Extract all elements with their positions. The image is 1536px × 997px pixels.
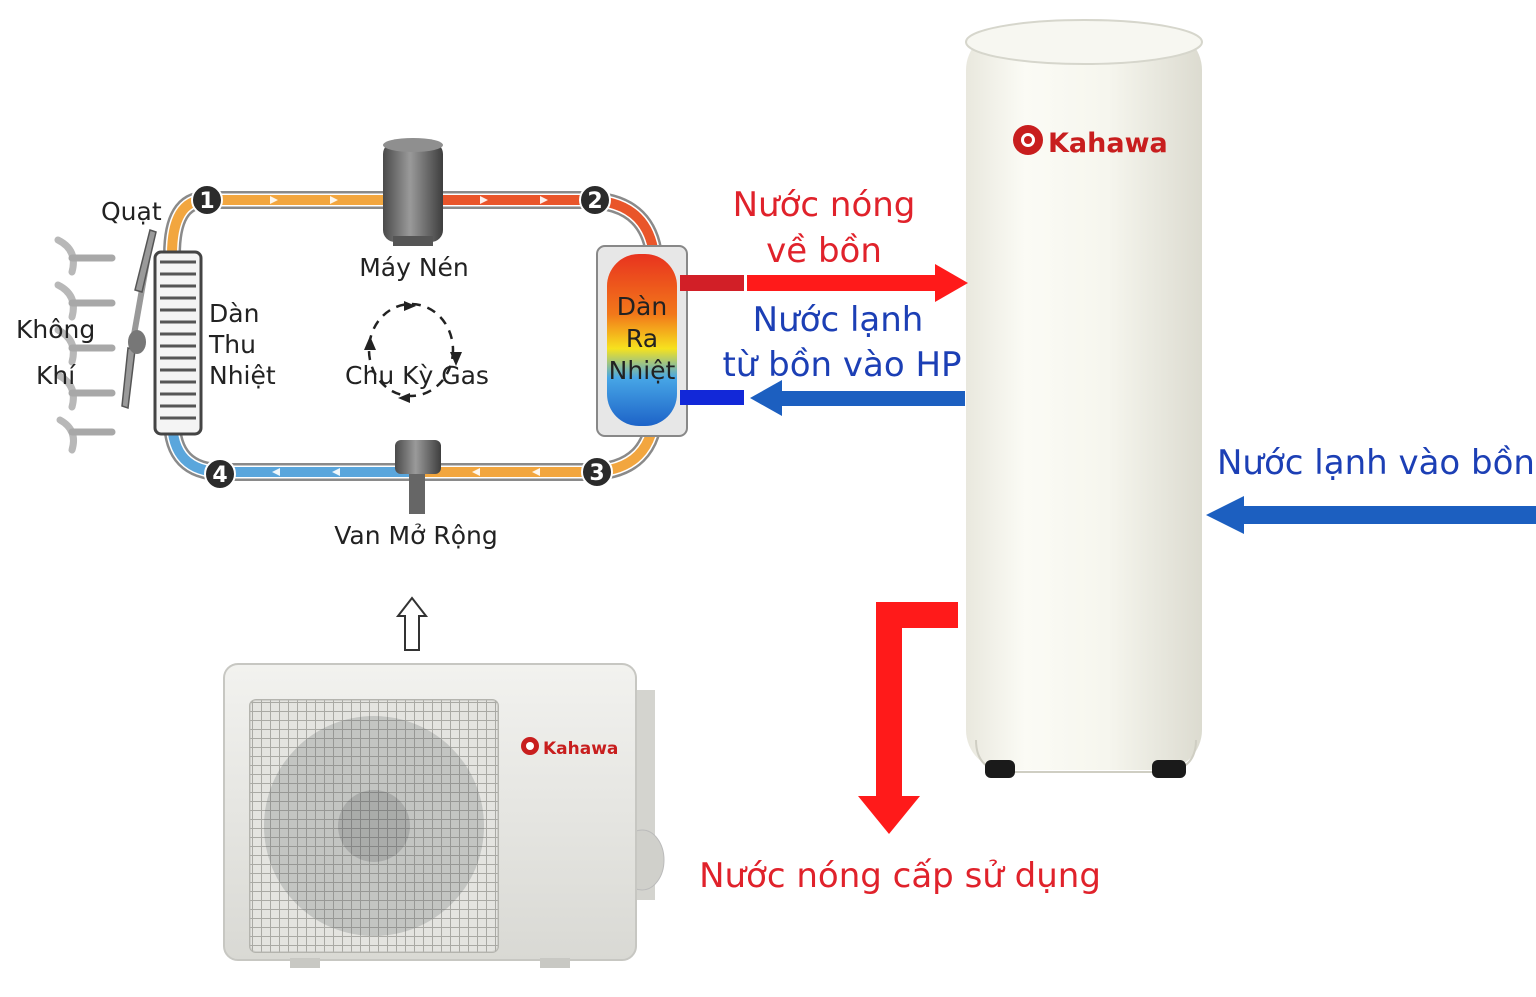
condenser (596, 245, 688, 437)
condenser-label-1: Dàn (617, 292, 667, 321)
hot-to-tank-label-2: về bồn (766, 231, 882, 271)
svg-text:4: 4 (212, 463, 227, 488)
point-1: 1 (191, 184, 223, 216)
air-label-2: Khí (36, 361, 76, 390)
svg-text:2: 2 (587, 189, 602, 214)
evaporator-label-3: Nhiệt (209, 361, 276, 390)
condenser-label-3: Nhiệt (609, 356, 676, 385)
cold-into-tank-arrow (1206, 496, 1536, 534)
valve-label: Van Mở Rộng (334, 521, 497, 550)
svg-text:Kahawa: Kahawa (1048, 128, 1168, 159)
cold-to-hp-arrow (680, 380, 965, 416)
condenser-label-2: Ra (626, 324, 658, 353)
gas-cycle-label: Chu Kỳ Gas (345, 361, 489, 390)
evaporator-label-2: Thu (208, 330, 256, 359)
cold-to-hp-label-1: Nước lạnh (753, 300, 924, 340)
evaporator-coil (153, 250, 203, 436)
gas-cycle-icon (367, 302, 455, 398)
hot-to-tank-arrow (680, 264, 968, 302)
up-arrow-icon (395, 596, 429, 651)
cold-into-tank-label: Nước lạnh vào bồn (1217, 443, 1535, 483)
fan-label: Quạt (101, 197, 162, 226)
outdoor-unit (223, 663, 665, 968)
hot-supply-label: Nước nóng cấp sử dụng (699, 856, 1101, 896)
hot-to-tank-label-1: Nước nóng (733, 185, 916, 225)
point-3: 3 (581, 456, 613, 488)
expansion-valve (395, 440, 441, 514)
cold-to-hp-label-2: từ bồn vào HP (722, 345, 961, 385)
hot-supply-arrow (858, 602, 958, 834)
evaporator-label-1: Dàn (209, 299, 259, 328)
svg-text:Kahawa: Kahawa (543, 739, 618, 759)
fan-icon (121, 229, 157, 410)
compressor (383, 138, 443, 246)
air-label-1: Không (16, 315, 95, 344)
point-2: 2 (579, 184, 611, 216)
air-flow-icon (54, 236, 116, 454)
svg-text:3: 3 (589, 461, 604, 486)
unit-logo: Kahawa (521, 737, 618, 759)
gas-cycle-arrowheads (364, 301, 462, 403)
compressor-label: Máy Nén (359, 253, 469, 282)
water-tank (965, 19, 1203, 778)
tank-logo: Kahawa (1013, 125, 1168, 159)
svg-text:1: 1 (199, 189, 214, 214)
point-4: 4 (204, 458, 236, 490)
